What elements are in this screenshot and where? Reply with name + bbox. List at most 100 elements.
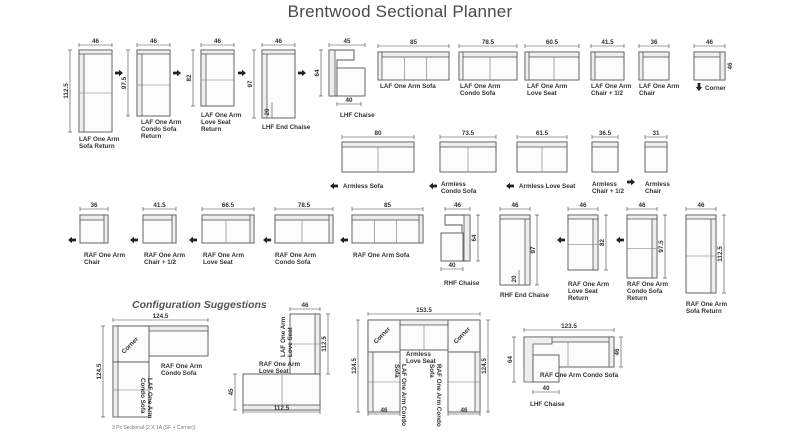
- arm-left: [638, 51, 644, 81]
- dimension-text: 97.5: [658, 240, 665, 253]
- label-text: LAF One ArmCondo Sofa: [139, 378, 153, 419]
- arm-right: [608, 336, 615, 368]
- page-title: Brentwood Sectional Planner: [287, 2, 513, 21]
- arm-left: [377, 51, 383, 81]
- dimension-text: 46: [460, 407, 468, 414]
- configuration-heading: Configuration Suggestions: [132, 299, 267, 311]
- sofa-back: [242, 404, 321, 411]
- dimension-text: 46: [380, 407, 388, 414]
- arrow-left-icon: [557, 236, 565, 244]
- dimension-text: 46: [301, 302, 309, 309]
- label-text: LAF One ArmLove Seat: [280, 316, 294, 357]
- arm-top: [626, 214, 658, 220]
- dimension-text: 78.5: [298, 202, 311, 209]
- arrow-right-icon: [238, 69, 246, 77]
- dimension-text: 45: [228, 388, 235, 396]
- sofa-back: [377, 51, 450, 58]
- sofa-back: [439, 141, 497, 148]
- dimension-text: 46: [727, 62, 734, 70]
- dimension-text: 46: [454, 202, 462, 209]
- footnote: 3 Pc Sectional (2 X 1A (SF + Corner)): [112, 425, 196, 431]
- arrow-right-icon: [298, 69, 306, 77]
- arrow-right-icon: [115, 69, 123, 77]
- label-text: LAF One Arm Sofa: [380, 83, 436, 90]
- dimension-text: 46: [706, 39, 714, 46]
- sofa-back: [328, 49, 336, 97]
- dimension-text: 20: [511, 275, 518, 283]
- dimension-text: 78.5: [482, 39, 495, 46]
- sofa-back: [458, 51, 518, 58]
- sofa-back: [78, 49, 85, 133]
- dimension-text: 97: [247, 80, 254, 88]
- dimension-text: 46: [697, 202, 705, 209]
- dimension-text: 82: [599, 239, 606, 247]
- dimension-text: 46: [638, 202, 646, 209]
- dimension-text: 40: [345, 97, 353, 104]
- arrow-left-icon: [130, 236, 138, 244]
- dimension-text: 40: [542, 385, 550, 392]
- sofa-back: [112, 325, 119, 363]
- dimension-text: 73.5: [462, 130, 475, 137]
- arm-right: [171, 214, 177, 244]
- raf-love-seat: [242, 373, 321, 411]
- dimension-text: 64: [314, 69, 321, 77]
- dimension-text: 124.5: [96, 363, 103, 379]
- label-text: LAF One Arm CondoSofa: [393, 364, 407, 426]
- dimension-text: 46: [614, 348, 621, 356]
- sofa-back: [112, 361, 119, 418]
- label-text: LHF Chaise: [340, 112, 375, 119]
- dimension-text: 41.5: [601, 39, 614, 46]
- sofa-back: [261, 49, 268, 119]
- arrow-left-icon: [429, 182, 437, 190]
- arm-top: [685, 214, 717, 220]
- sofa-back: [274, 214, 334, 221]
- label-text: RHF Chaise: [444, 280, 480, 287]
- corner-block: [112, 325, 150, 363]
- chaise-seat: [336, 67, 366, 97]
- dimension-text: 31: [652, 130, 660, 137]
- sofa-back: [341, 141, 415, 148]
- sofa-back: [351, 214, 424, 221]
- chaise-back: [523, 336, 553, 383]
- sofa-back: [644, 141, 668, 148]
- dimension-text: 45: [343, 38, 351, 45]
- dimension-text: 82: [186, 74, 193, 82]
- dimension-text: 112.5: [63, 83, 70, 99]
- arm-left: [590, 51, 596, 81]
- sofa-back: [463, 214, 471, 262]
- arm-right: [418, 214, 424, 244]
- label-text: Armless Sofa: [343, 183, 384, 190]
- sofa-back: [592, 214, 599, 271]
- dimension-text: 124.5: [481, 358, 488, 374]
- dimension-text: 97: [530, 246, 537, 254]
- dimension-text: 61.5: [536, 130, 549, 137]
- sofa-back: [591, 141, 619, 148]
- arrow-left-icon: [506, 182, 514, 190]
